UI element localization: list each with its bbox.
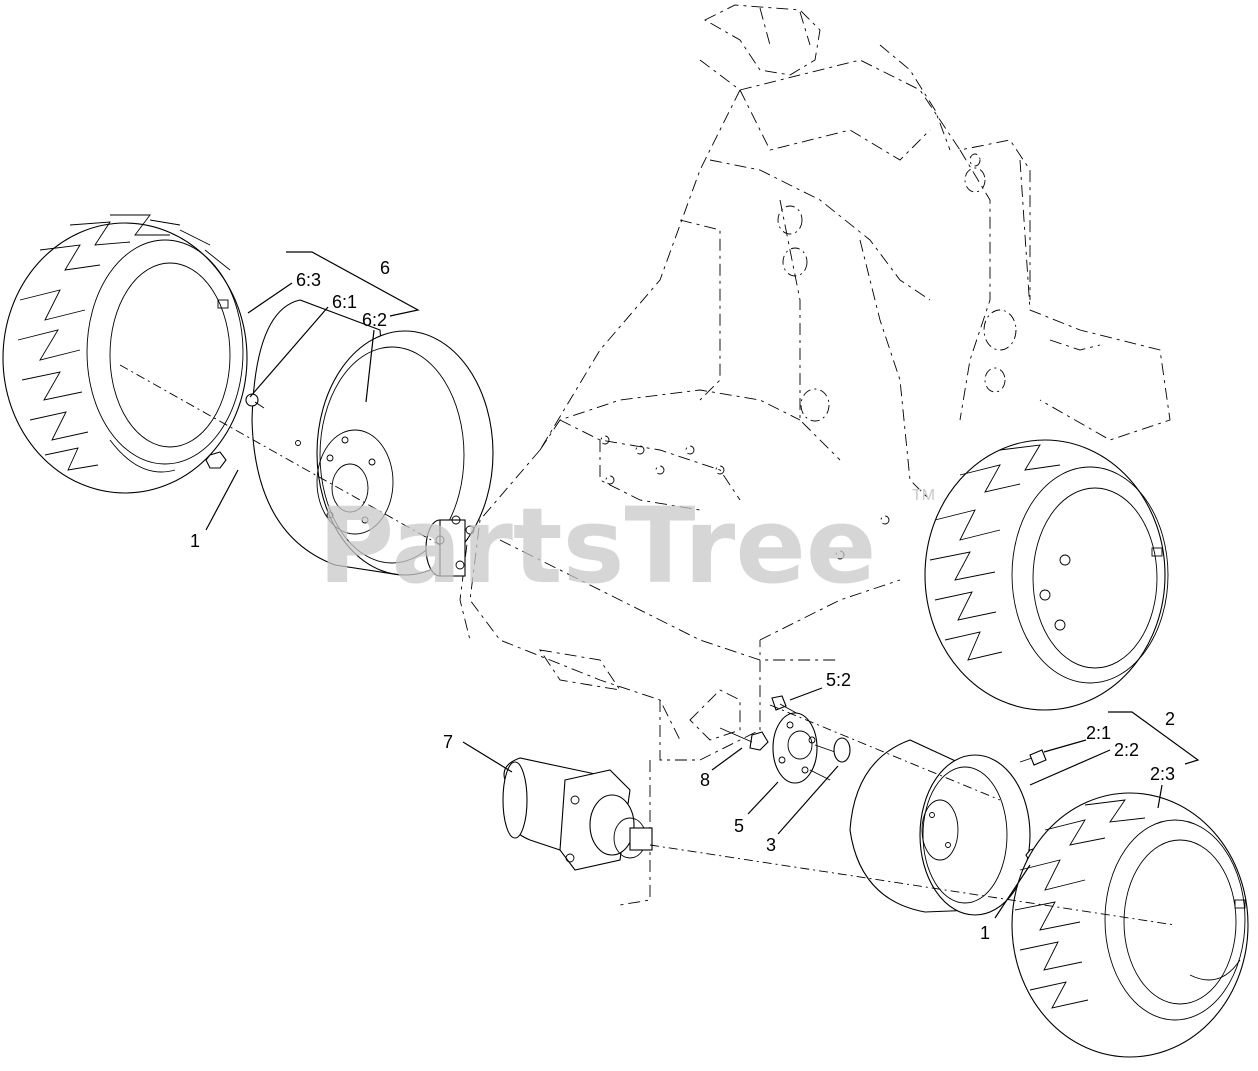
- right-back-tire: [924, 439, 1169, 711]
- watermark-trademark: TM: [912, 487, 935, 504]
- callout-6-3: 6:3: [296, 270, 321, 290]
- callout-5-2: 5:2: [826, 670, 851, 690]
- callout-2: 2: [1165, 709, 1175, 729]
- valve-stem-right: [1019, 749, 1047, 766]
- callout-2-3: 2:3: [1150, 764, 1175, 784]
- left-rim: [251, 299, 494, 576]
- callout-6: 6: [380, 258, 390, 278]
- leader-lines: [205, 251, 1200, 919]
- callout-8: 8: [700, 770, 710, 790]
- right-front-tire: [1011, 792, 1249, 1058]
- callout-3: 3: [766, 835, 776, 855]
- wheel-hub-5: [772, 712, 836, 784]
- callout-2-1: 2:1: [1086, 723, 1111, 743]
- wheel-motor: [502, 757, 653, 871]
- valve-stem-left: [245, 393, 265, 409]
- callout-6-2: 6:2: [362, 310, 387, 330]
- callout-1-left: 1: [190, 531, 200, 551]
- callout-7: 7: [443, 732, 453, 752]
- hub-bolt-5-2: [771, 695, 801, 716]
- callout-2-2: 2:2: [1114, 740, 1139, 760]
- callout-1-right: 1: [980, 923, 990, 943]
- lug-nut-left: [205, 451, 227, 469]
- watermark-text: PartsTree: [318, 485, 876, 607]
- machine-frame: [459, 4, 1171, 906]
- left-tire: [2, 214, 248, 494]
- callout-5: 5: [734, 816, 744, 836]
- hub-nut-3: [833, 737, 851, 763]
- left-axle-hub: [425, 515, 475, 577]
- hub-bolt-8: [719, 727, 769, 751]
- callout-6-1: 6:1: [332, 292, 357, 312]
- right-rim: [849, 739, 1031, 916]
